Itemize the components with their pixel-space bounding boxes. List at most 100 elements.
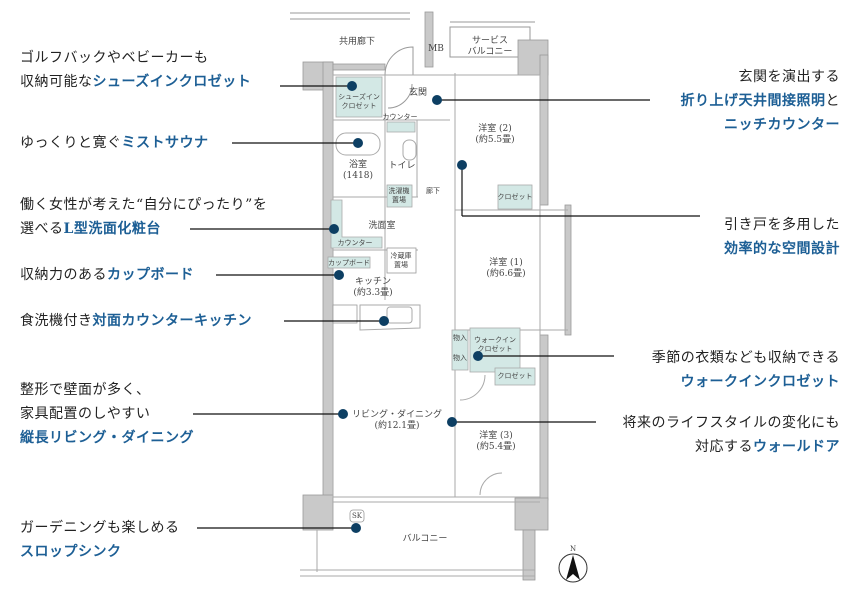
label-kitchen: キッチン(約3.3畳) [353, 277, 392, 299]
label-line: バルコニー [467, 47, 513, 57]
label-line: 洗濯機 [388, 187, 410, 195]
annotation-line: 将来のライフスタイルの変化にも [623, 411, 841, 435]
label-storage-a: 物入 [453, 334, 467, 342]
label-line: 浴室 [348, 160, 367, 170]
label-wic: ウォークインクロゼット [474, 336, 516, 354]
annotation-text: 働く女性が考えた“自分にぴったり”を [20, 197, 268, 213]
annotation-highlight: シューズインクロゼット [92, 74, 252, 90]
label-line: 冷蔵庫 [390, 252, 412, 260]
annotation-line: 収納可能なシューズインクロゼット [20, 70, 251, 94]
label-toilet: トイレ [388, 161, 416, 171]
annotation-highlight: 対面カウンターキッチン [92, 313, 252, 329]
annotation-entrance: 玄関を演出する 折り上げ天井間接照明と ニッチカウンター [681, 65, 841, 137]
label-line: 置場 [394, 261, 408, 269]
label-line: サービス [471, 36, 509, 46]
label-entrance: 玄関 [408, 88, 428, 98]
label-mb: MB [428, 44, 444, 54]
label-counter-wash: カウンター [337, 239, 373, 247]
annotation-line: 収納力のあるカップボード [20, 263, 194, 287]
label-counter-entry: カウンター [382, 113, 418, 121]
annotation-highlight: 縦長リビング・ダイニング [20, 430, 194, 446]
label-shoes-closet: シューズインクロゼット [338, 93, 380, 111]
label-north: N [569, 545, 577, 553]
annotation-sliding-doors: 引き戸を多用した 効率的な空間設計 [724, 213, 840, 261]
annotation-line: 季節の衣類なども収納できる [652, 346, 840, 370]
annotation-cupboard: 収納力のあるカップボード [20, 263, 194, 287]
annotation-shoes-closet: ゴルフバックやベビーカーも 収納可能なシューズインクロゼット [20, 46, 251, 94]
annotation-living: 整形で壁面が多く、 家具配置のしやすい 縦長リビング・ダイニング [20, 378, 194, 450]
annotation-highlight: 効率的な空間設計 [724, 241, 840, 257]
annotation-text: 引き戸を多用した [724, 217, 840, 233]
annotation-mist-sauna: ゆっくりと寛ぐミストサウナ [20, 131, 209, 155]
annotation-vanity: 働く女性が考えた“自分にぴったり”を 選べるL型洗面化粧台 [20, 193, 267, 241]
annotation-line: ニッチカウンター [681, 113, 841, 137]
annotation-text: 季節の衣類なども収納できる [651, 350, 840, 366]
label-line: キッチン [354, 277, 391, 287]
label-line: ウォークイン [474, 336, 516, 344]
annotation-highlight: カップボード [107, 267, 194, 283]
annotation-text: 選べる [20, 221, 64, 237]
label-room3: 洋室 (3)(約5.4畳) [476, 431, 515, 453]
annotation-line: 折り上げ天井間接照明と [681, 89, 841, 113]
label-cupboard: カップボード [328, 259, 370, 267]
annotation-line: 整形で壁面が多く、 [20, 378, 194, 402]
annotation-line: 縦長リビング・ダイニング [20, 426, 194, 450]
label-hallway: 廊下 [426, 187, 440, 195]
annotation-line: ウォークインクロゼット [652, 370, 840, 394]
annotation-line: ガーデニングも楽しめる [20, 516, 180, 540]
label-sk: SK [351, 512, 363, 520]
label-line: シューズイン [338, 93, 380, 101]
annotation-wall-door: 将来のライフスタイルの変化にも 対応するウォールドア [623, 411, 841, 459]
annotation-text: ガーデニングも楽しめる [20, 520, 180, 536]
label-line: 置場 [392, 196, 406, 204]
annotation-line: 食洗機付き対面カウンターキッチン [20, 309, 252, 333]
north-arrow-icon [558, 553, 588, 583]
annotation-text: 整形で壁面が多く、 [20, 382, 151, 398]
label-room1: 洋室 (1)(約6.6畳) [486, 258, 525, 280]
label-line: (約6.6畳) [486, 269, 526, 279]
annotation-slop-sink: ガーデニングも楽しめる スロップシンク [20, 516, 180, 564]
annotation-text: ゆっくりと寛ぐ [20, 135, 122, 151]
label-fridge: 冷蔵庫置場 [391, 252, 412, 270]
annotation-highlight: ミストサウナ [121, 135, 209, 151]
annotation-text: 玄関を演出する [738, 69, 840, 85]
label-line: リビング・ダイニング [351, 410, 443, 420]
label-line: クロゼット [341, 102, 377, 110]
annotation-line: 選べるL型洗面化粧台 [20, 217, 267, 241]
annotation-line: 対応するウォールドア [623, 435, 841, 459]
annotation-text: 家具配置のしやすい [20, 406, 151, 422]
annotation-text: と [825, 93, 840, 109]
label-line: クロゼット [477, 345, 513, 353]
label-washroom: 洗面室 [368, 221, 396, 231]
label-laundry: 洗濯機置場 [389, 187, 410, 205]
label-service-balcony: サービスバルコニー [468, 36, 513, 58]
marker-dots [329, 81, 483, 533]
annotation-highlight: L型洗面化粧台 [63, 221, 161, 237]
annotation-text: 食洗機付き [20, 313, 93, 329]
annotation-line: ゆっくりと寛ぐミストサウナ [20, 131, 209, 155]
annotation-walk-in-closet: 季節の衣類なども収納できる ウォークインクロゼット [652, 346, 840, 394]
annotation-line: 効率的な空間設計 [724, 237, 840, 261]
annotation-highlight: ウォークインクロゼット [680, 374, 840, 390]
annotation-line: 引き戸を多用した [724, 213, 840, 237]
annotation-text: 収納可能な [20, 74, 93, 90]
label-line: 洋室 (1) [489, 258, 523, 268]
annotation-line: ゴルフバックやベビーカーも [20, 46, 251, 70]
storage-areas [327, 76, 536, 386]
annotation-text: ゴルフバックやベビーカーも [20, 50, 209, 66]
label-closet2: クロゼット [497, 193, 533, 201]
label-storage-b: 物入 [453, 354, 467, 362]
label-line: (約12.1畳) [374, 421, 420, 431]
label-line: (約5.4畳) [476, 442, 516, 452]
annotation-highlight: スロップシンク [20, 544, 122, 560]
annotation-line: スロップシンク [20, 540, 180, 564]
annotation-line: 玄関を演出する [681, 65, 841, 89]
label-living: リビング・ダイニング(約12.1畳) [352, 410, 442, 432]
annotation-line: 家具配置のしやすい [20, 402, 194, 426]
annotation-text: 将来のライフスタイルの変化にも [622, 415, 840, 431]
annotation-highlight: ニッチカウンター [724, 117, 840, 133]
leader-lines [190, 85, 700, 529]
label-balcony: バルコニー [402, 534, 448, 544]
label-bath: 浴室(1418) [343, 160, 373, 182]
